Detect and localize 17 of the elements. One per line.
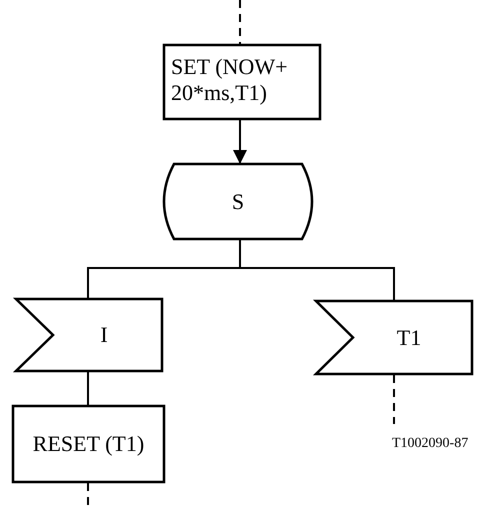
node-label: SET (NOW+ 20*ms,T1)	[171, 54, 288, 106]
arrow	[233, 120, 247, 164]
input-symbol	[15, 298, 163, 372]
node-label: S	[230, 188, 246, 214]
flow-line	[239, 240, 395, 300]
state-symbol	[160, 163, 316, 240]
node-label: T1	[396, 324, 422, 350]
flow-line	[239, 0, 241, 44]
flow-line	[87, 372, 89, 405]
input-symbol	[315, 300, 473, 375]
flow-line	[393, 375, 395, 424]
node-label: RESET (T1)	[32, 431, 146, 457]
flow-line	[87, 483, 89, 506]
task-box	[12, 405, 165, 483]
task-box	[163, 44, 321, 120]
figure-code: T1002090-87	[392, 436, 468, 452]
node-label: I	[99, 322, 109, 348]
